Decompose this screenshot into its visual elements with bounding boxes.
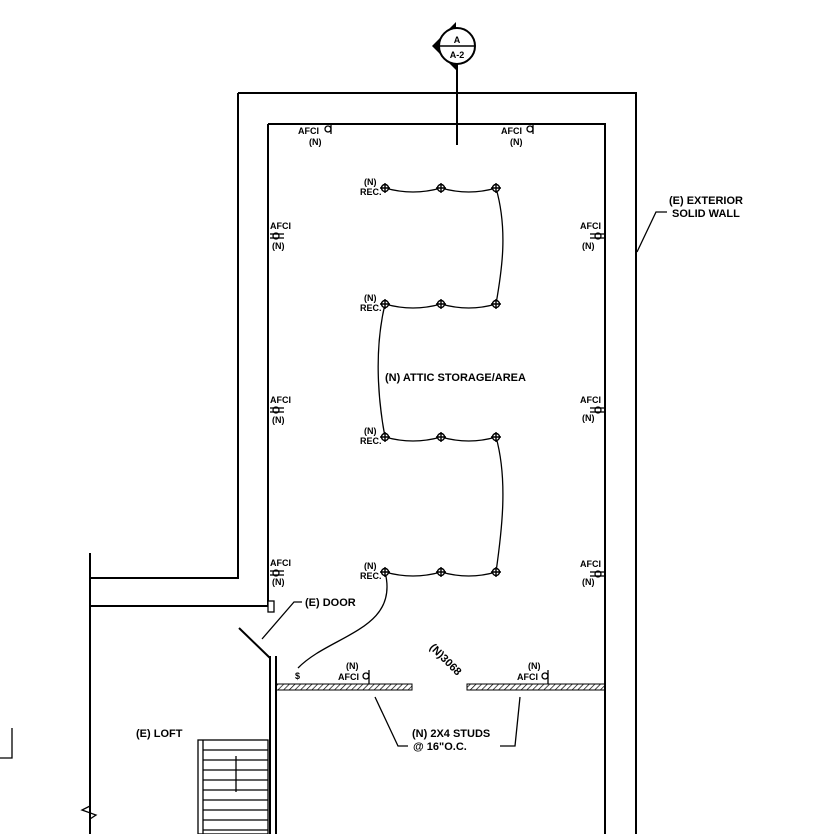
light-fixtures	[380, 183, 501, 577]
studs-callout: (N) 2X4 STUDS @ 16"O.C.	[374, 696, 521, 753]
outlet-icon	[270, 569, 284, 577]
new-stud-walls	[275, 683, 606, 691]
afci-note: (N)	[346, 661, 359, 671]
receptacle-labels: (N) REC. (N) REC. (N) REC. (N) REC.	[360, 177, 382, 581]
afci-label: AFCI	[270, 395, 291, 405]
outlet-icon	[590, 570, 604, 578]
outlet-icon	[590, 232, 604, 240]
receptacle-label: REC.	[360, 571, 382, 581]
section-letter: A	[454, 35, 461, 45]
outlet-icon	[362, 670, 370, 684]
section-marker: A A-2	[432, 22, 476, 145]
receptacle-note: (N)	[364, 177, 377, 187]
afci-outlets-right: AFCI (N) AFCI (N) AFCI (N)	[580, 221, 604, 587]
afci-note: (N)	[272, 241, 285, 251]
afci-label: AFCI	[517, 672, 538, 682]
afci-outlets-left: AFCI (N) AFCI (N) AFCI (N)	[270, 221, 291, 587]
exterior-walls	[0, 92, 637, 834]
studs-label-line2: @ 16"O.C.	[413, 741, 467, 753]
receptacle-label: REC.	[360, 303, 382, 313]
door-callout: (E) DOOR	[261, 597, 356, 640]
door	[238, 600, 277, 834]
stairs	[197, 739, 269, 834]
afci-note: (N)	[510, 137, 523, 147]
outlet-icon	[324, 124, 332, 134]
receptacle-label: REC.	[360, 187, 382, 197]
afci-note: (N)	[582, 413, 595, 423]
receptacle-label: REC.	[360, 436, 382, 446]
afci-note: (N)	[272, 415, 285, 425]
light-fixture-icon	[491, 432, 501, 442]
outlet-icon	[270, 232, 284, 240]
afci-outlets-bottom: (N) AFCI (N) AFCI	[338, 661, 549, 684]
light-fixture-icon	[380, 183, 390, 193]
light-fixture-icon	[380, 432, 390, 442]
loft-label: (E) LOFT	[136, 728, 183, 740]
receptacle-note: (N)	[364, 293, 377, 303]
afci-note: (N)	[582, 241, 595, 251]
afci-label: AFCI	[270, 558, 291, 568]
window-label: (N)3068	[427, 642, 464, 679]
exterior-wall-label-line2: SOLID WALL	[672, 208, 740, 220]
afci-label: AFCI	[580, 395, 601, 405]
afci-label: AFCI	[580, 221, 601, 231]
light-fixture-icon	[491, 183, 501, 193]
outlet-icon	[541, 670, 549, 684]
light-fixture-icon	[380, 299, 390, 309]
afci-label: AFCI	[298, 126, 319, 136]
wiring-runs	[297, 187, 504, 669]
exterior-wall-callout: (E) EXTERIOR SOLID WALL	[636, 195, 743, 253]
light-fixture-icon	[436, 567, 446, 577]
afci-note: (N)	[582, 577, 595, 587]
light-fixture-icon	[491, 567, 501, 577]
afci-note: (N)	[309, 137, 322, 147]
afci-label: AFCI	[338, 672, 359, 682]
outlet-icon	[270, 406, 284, 414]
afci-label: AFCI	[501, 126, 522, 136]
section-sheet: A-2	[450, 50, 465, 60]
light-fixture-icon	[436, 183, 446, 193]
door-label: (E) DOOR	[305, 597, 356, 609]
afci-note: (N)	[272, 577, 285, 587]
studs-label-line1: (N) 2X4 STUDS	[412, 728, 490, 740]
afci-outlets-top: AFCI (N) AFCI (N)	[298, 124, 534, 147]
light-fixture-icon	[491, 299, 501, 309]
outlet-icon	[590, 406, 604, 414]
light-fixture-icon	[380, 567, 390, 577]
light-fixture-icon	[436, 432, 446, 442]
exterior-wall-label-line1: (E) EXTERIOR	[669, 195, 743, 207]
outlet-icon	[526, 124, 534, 134]
light-fixture-icon	[436, 299, 446, 309]
afci-note: (N)	[528, 661, 541, 671]
afci-label: AFCI	[580, 559, 601, 569]
receptacle-note: (N)	[364, 561, 377, 571]
light-switch-symbol: $	[295, 671, 300, 681]
afci-label: AFCI	[270, 221, 291, 231]
room-label: (N) ATTIC STORAGE/AREA	[385, 372, 526, 384]
receptacle-note: (N)	[364, 426, 377, 436]
